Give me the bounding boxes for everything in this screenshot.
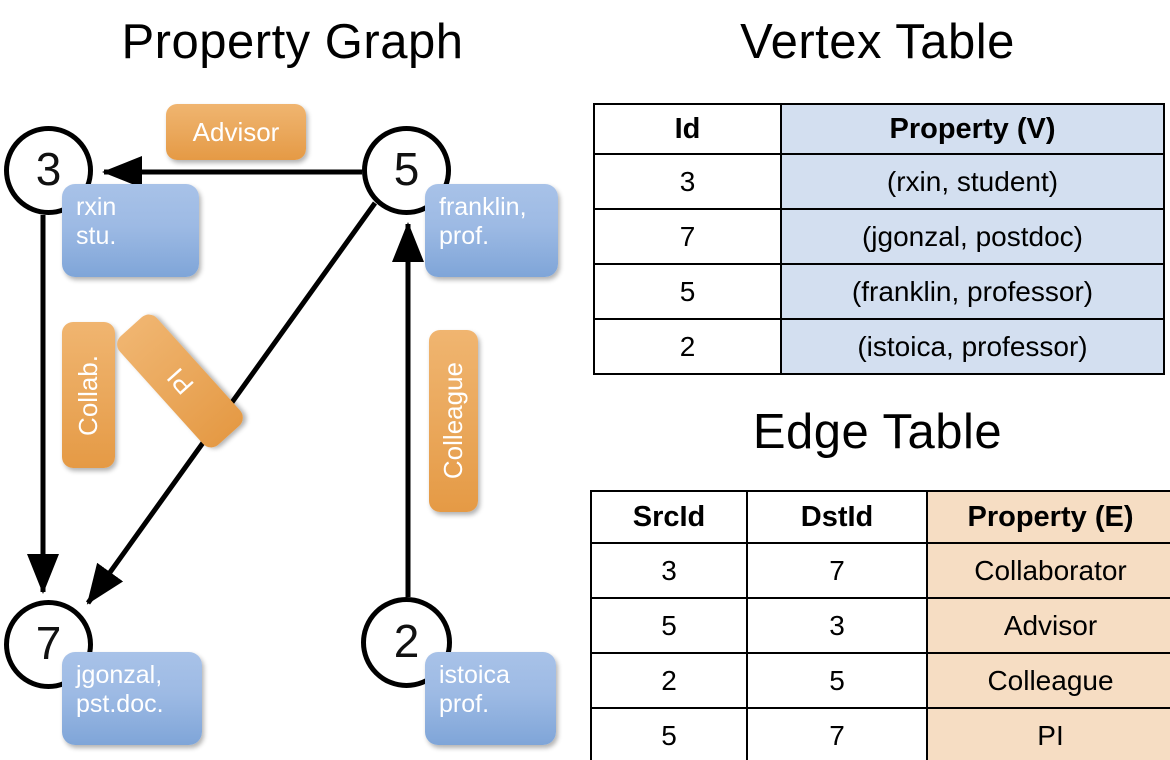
table-row[interactable]: 2 5 Colleague: [590, 652, 1170, 709]
vertex-table-header-property: Property (V): [780, 103, 1165, 155]
vertex-property-3-line2: stu.: [76, 222, 117, 250]
vertex-cell-property: (rxin, student): [780, 153, 1165, 210]
vertex-cell-id: 5: [593, 263, 782, 320]
vertex-property-box-7: jgonzal, pst.doc.: [62, 652, 202, 745]
table-row[interactable]: 3 (rxin, student): [593, 153, 1165, 210]
edge-label-collab-text: Collab.: [73, 354, 103, 436]
edge-cell-src: 3: [590, 542, 748, 599]
vertex-property-2-line1: istoica: [439, 661, 510, 689]
edge-cell-dst: 5: [746, 652, 928, 709]
vertex-cell-id: 3: [593, 153, 782, 210]
edge-label-colleague: Colleague: [429, 330, 478, 512]
edge-table-header-property: Property (E): [926, 490, 1170, 544]
edge-cell-property: Colleague: [926, 652, 1170, 709]
edge-table-header-srcid: SrcId: [590, 490, 748, 544]
graph-node-2[interactable]: 2: [361, 597, 452, 688]
vertex-property-5-line2: prof.: [439, 222, 490, 250]
vertex-property-box-5: franklin, prof.: [425, 184, 558, 277]
table-row[interactable]: 5 (franklin, professor): [593, 263, 1165, 320]
vertex-cell-id: 2: [593, 318, 782, 375]
edge-label-advisor: Advisor: [166, 104, 306, 160]
property-graph-diagram: 3 5 7 2 rxin stu. franklin, prof. jgonza…: [4, 104, 558, 745]
table-row[interactable]: 2 (istoica, professor): [593, 318, 1165, 375]
edge-cell-property: Collaborator: [926, 542, 1170, 599]
table-row[interactable]: 3 7 Collaborator: [590, 542, 1170, 599]
graph-node-5[interactable]: 5: [362, 126, 451, 215]
vertex-property-2-line2: prof.: [439, 690, 490, 718]
vertex-property-box-2: istoica prof.: [425, 652, 556, 745]
edge-label-colleague-text: Colleague: [438, 362, 468, 480]
edge-cell-dst: 3: [746, 597, 928, 654]
table-row[interactable]: 7 (jgonzal, postdoc): [593, 208, 1165, 265]
vertex-property-7-line2: pst.doc.: [76, 690, 164, 718]
vertex-table-header-row: Id Property (V): [593, 103, 1165, 155]
edge-cell-src: 5: [590, 707, 748, 760]
vertex-table-header-id: Id: [593, 103, 782, 155]
graph-node-2-label: 2: [393, 614, 420, 667]
edge-label-pi-text: PI: [160, 362, 199, 401]
edge-cell-property: Advisor: [926, 597, 1170, 654]
edge-table-header-dstid: DstId: [746, 490, 928, 544]
page-title-property-graph: Property Graph: [121, 15, 464, 69]
graph-node-7-label: 7: [35, 616, 62, 669]
page-title-edge-table: Edge Table: [752, 405, 1003, 459]
edge-table: SrcId DstId Property (E) 3 7 Collaborato…: [590, 490, 1170, 760]
vertex-property-3-line1: rxin: [76, 193, 117, 221]
vertex-property-box-3: rxin stu.: [62, 184, 199, 277]
vertex-property-7-line1: jgonzal,: [76, 661, 163, 689]
graph-node-3-label: 3: [35, 142, 62, 195]
vertex-property-5-line1: franklin,: [439, 193, 527, 221]
edge-cell-dst: 7: [746, 542, 928, 599]
edge-cell-property: PI: [926, 707, 1170, 760]
table-row[interactable]: 5 3 Advisor: [590, 597, 1170, 654]
table-row[interactable]: 5 7 PI: [590, 707, 1170, 760]
vertex-cell-property: (istoica, professor): [780, 318, 1165, 375]
edge-label-collab: Collab.: [62, 322, 115, 468]
page-title-vertex-table: Vertex Table: [740, 15, 1015, 69]
edge-cell-src: 5: [590, 597, 748, 654]
graph-node-5-label: 5: [393, 142, 420, 195]
edge-cell-dst: 7: [746, 707, 928, 760]
vertex-cell-property: (franklin, professor): [780, 263, 1165, 320]
vertex-cell-id: 7: [593, 208, 782, 265]
edge-cell-src: 2: [590, 652, 748, 709]
vertex-cell-property: (jgonzal, postdoc): [780, 208, 1165, 265]
edge-table-header-row: SrcId DstId Property (E): [590, 490, 1170, 544]
edge-label-advisor-text: Advisor: [192, 116, 280, 147]
vertex-table: Id Property (V) 3 (rxin, student) 7 (jgo…: [593, 103, 1165, 375]
